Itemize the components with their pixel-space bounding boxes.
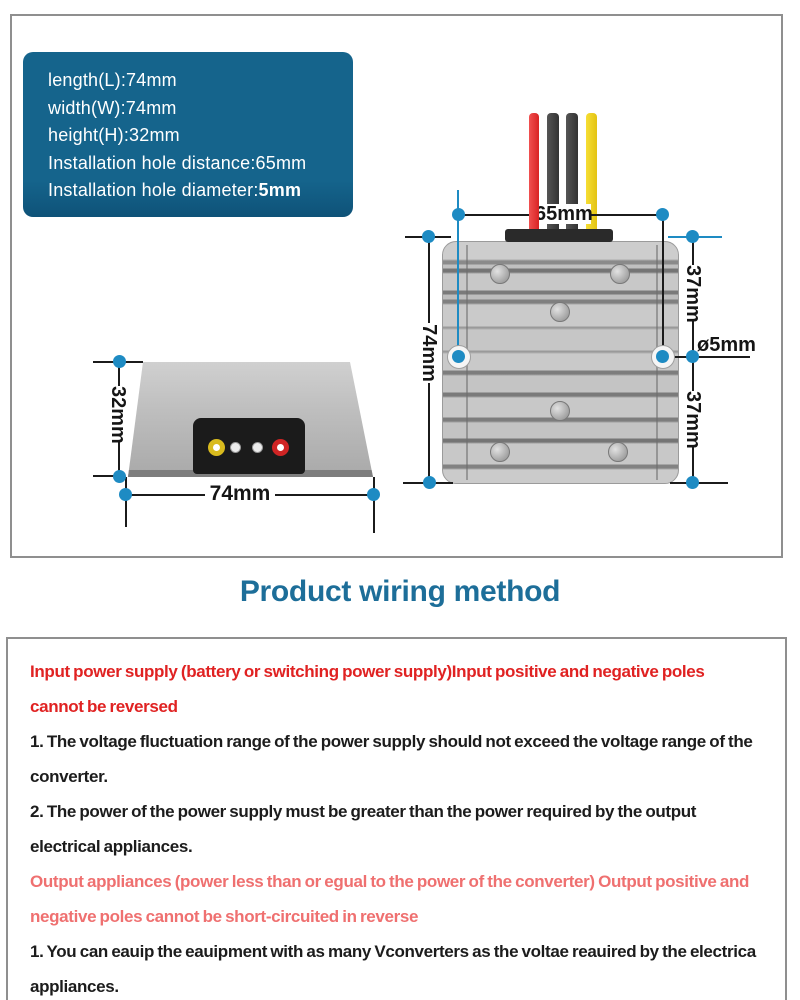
section-title: Product wiring method	[239, 575, 561, 608]
screw-icon	[610, 264, 630, 284]
dimension-dot	[656, 350, 669, 363]
dim-label-top-height: 74mm	[418, 323, 440, 383]
spec-box: length(L):74mm width(W):74mm height(H):3…	[23, 52, 353, 217]
dimension-dot	[452, 350, 465, 363]
dimension-line	[670, 482, 728, 484]
dimension-dot	[113, 470, 126, 483]
dim-label-top-offset: 37mm	[682, 265, 704, 323]
wiring-instructions-panel: Input power supply (battery or switching…	[6, 637, 787, 1000]
dim-label-hole-distance: 65mm	[535, 203, 593, 225]
spec-length: length(L):74mm	[48, 70, 177, 90]
screw-icon	[490, 264, 510, 284]
screw-icon	[550, 302, 570, 322]
dimension-dot	[686, 230, 699, 243]
dimension-line	[125, 477, 127, 527]
dimension-line	[93, 475, 123, 477]
wiring-note-input: Input power supply (battery or switching…	[30, 662, 705, 716]
dimension-dot	[422, 230, 435, 243]
converter-top-view-image	[442, 241, 679, 484]
dimension-dot	[686, 476, 699, 489]
dimension-dot	[119, 488, 132, 501]
wire-red	[529, 113, 539, 235]
spec-hole-diameter: Installation hole diameter:5mm	[48, 180, 302, 200]
spec-width: width(W):74mm	[48, 97, 177, 118]
terminal-red-icon	[272, 439, 289, 456]
dimension-line	[663, 356, 750, 358]
wire-yellow	[586, 113, 597, 235]
screw-icon	[608, 442, 628, 462]
dim-label-side-height: 32mm	[107, 386, 129, 444]
wiring-note-output: Output appliances (power less than or eg…	[30, 872, 750, 926]
wire-connector-strip	[505, 229, 613, 242]
spec-height: height(H):32mm	[48, 125, 180, 145]
dim-label-bottom-offset: 37mm	[682, 391, 704, 449]
screw-icon	[550, 401, 570, 421]
dim-label-hole-diameter: ø5mm	[697, 334, 757, 356]
wiring-rule: 2. The power of the power supply must be…	[30, 802, 697, 856]
dimension-line	[662, 215, 664, 357]
dim-label-side-width: 74mm	[205, 483, 275, 504]
dimension-dot	[656, 208, 669, 221]
terminal-silver-icon	[252, 442, 263, 453]
dimension-dot	[423, 476, 436, 489]
wiring-rule: 1. You can eauip the eauipment with as m…	[30, 942, 756, 996]
terminal-silver-icon	[230, 442, 241, 453]
dimension-dot	[686, 350, 699, 363]
wiring-rule: 1. The voltage fluctuation range of the …	[30, 732, 753, 786]
terminal-yellow-icon	[208, 439, 225, 456]
dimension-line	[457, 190, 459, 357]
dimension-dot	[452, 208, 465, 221]
spec-hole-distance: Installation hole distance:65mm	[48, 152, 307, 173]
dimension-dot	[367, 488, 380, 501]
screw-icon	[490, 442, 510, 462]
dimension-dot	[113, 355, 126, 368]
dimension-line	[373, 477, 375, 533]
mounting-hole-right	[651, 345, 675, 369]
side-view-terminal-panel	[193, 418, 305, 474]
